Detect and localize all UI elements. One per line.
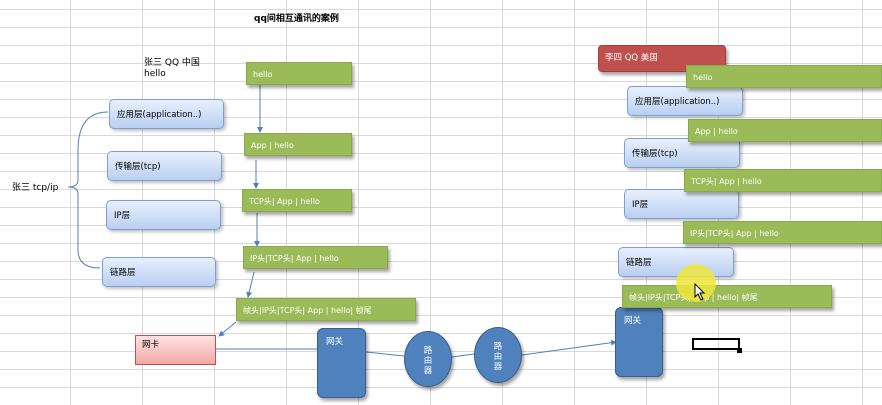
right-layer-ip: IP层	[624, 189, 739, 219]
right-layer-link: 链路层	[618, 247, 734, 277]
left-layer-application: 应用层(application..)	[109, 99, 224, 129]
right-layer-application: 应用层(application..)	[627, 86, 743, 116]
router-1: 路 由 器	[404, 331, 452, 387]
fill-handle[interactable]	[737, 348, 742, 353]
left-packet-tcp: TCP头| App | hello	[242, 189, 352, 212]
right-gateway: 网关	[615, 307, 663, 377]
left-packet-ip: IP头|TCP头| App | hello	[243, 246, 388, 269]
router-2-char-2: 由	[493, 352, 503, 362]
selected-cell[interactable]	[692, 338, 740, 350]
router-2-char-3: 器	[493, 362, 503, 372]
mouse-cursor-icon	[694, 283, 706, 301]
nic-box: 网卡	[135, 335, 216, 365]
right-packet-tcp: TCP头| App | hello	[684, 169, 882, 192]
left-packet-frame: 帧头|IP头|TCP头| App | hello| 帧尾	[236, 298, 416, 321]
sender-message: hello	[144, 69, 166, 79]
right-packet-frame: 帧头|IP头|TCP头| App | hello| 帧尾	[622, 285, 832, 308]
left-gateway: 网关	[317, 328, 366, 398]
router-1-char-2: 由	[423, 356, 433, 366]
router-1-char-1: 路	[423, 346, 433, 356]
router-2-char-1: 路	[493, 342, 503, 352]
left-layer-link: 链路层	[102, 257, 216, 287]
right-packet-app-data: hello	[686, 65, 882, 88]
left-layer-transport: 传输层(tcp)	[107, 151, 222, 181]
stack-label: 张三 tcp/ip	[12, 183, 59, 193]
right-layer-transport: 传输层(tcp)	[624, 138, 740, 168]
page-title: qq间相互通讯的案例	[254, 14, 339, 24]
router-1-char-3: 器	[423, 366, 433, 376]
right-packet-app: App | hello	[688, 119, 882, 142]
router-2: 路 由 器	[474, 327, 522, 383]
right-packet-ip: IP头|TCP头| App | hello	[683, 221, 882, 244]
left-layer-ip: IP层	[106, 200, 221, 230]
left-packet-app: App | hello	[244, 133, 352, 156]
left-packet-app-data: hello	[246, 62, 352, 85]
sender-label: 张三 QQ 中国	[144, 58, 200, 68]
